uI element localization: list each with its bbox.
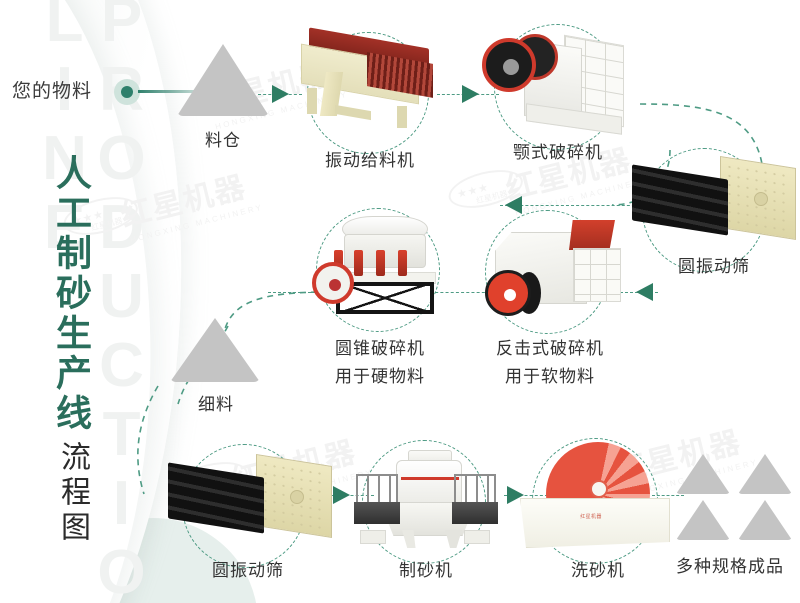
vibrating-feeder-icon [295,27,445,138]
node-vibrating-feeder-caption: 振动给料机 [325,151,415,171]
impact-crusher-icon [477,218,627,328]
node-jaw-crusher-caption: 颚式破碎机 [513,143,603,163]
node-sand-washer-caption: 洗砂机 [571,561,625,581]
brand-watermark-oval-text: 红星机器 [475,189,509,206]
node-cone-crusher-caption-1: 圆锥破碎机 [335,339,425,359]
material-pile-icon [676,454,730,494]
arrow-screen2-to-sandmaker [333,486,350,504]
jaw-crusher-icon [482,22,634,142]
node-circular-screen-2-caption: 圆振动筛 [212,561,284,581]
page-subtitle: 流程图 [55,441,90,546]
arrow-feeder-to-jaw [462,85,479,103]
connector-sandmaker-to-washer [504,495,548,496]
node-cone-crusher-caption-2: 用于硬物料 [335,367,425,387]
node-circular-screen-2[interactable]: 圆振动筛 [160,432,336,582]
node-circular-screen-1[interactable]: 圆振动筛 [628,148,800,278]
material-pile-icon [676,500,730,540]
brand-watermark-oval-text: 红星机器 [90,216,124,233]
circular-vibrating-screen-icon [632,155,800,256]
brand-watermark-stamp: 红星机器 红星机器 HONGXING MACHINERY [59,159,265,245]
brand-watermark-zh: 红星机器 [117,170,250,234]
brand-watermark-en: HONGXING MACHINERY [129,202,265,245]
material-pile-icon [738,500,792,540]
node-impact-crusher[interactable]: 反击式破碎机 用于软物料 [465,206,635,396]
arrow-sandmaker-to-washer [507,486,524,504]
arrow-row2-right [636,283,653,301]
cone-crusher-icon [312,216,454,326]
connector-row2-right [590,292,658,293]
node-sand-maker-caption: 制砂机 [399,561,453,581]
sand-maker-icon [350,446,502,556]
node-sand-washer[interactable]: 红星机器 洗砂机 [510,428,686,583]
arrow-silo-to-feeder [272,85,289,103]
node-finished-goods-caption: 多种规格成品 [676,557,784,577]
page-title: 人工制砂生产线 [50,154,91,434]
entry-material-label: 您的物料 [12,80,93,102]
node-finished-goods[interactable]: 多种规格成品 [660,440,800,585]
node-impact-crusher-caption-2: 用于软物料 [505,367,595,387]
material-pile-icon [177,44,269,116]
connector-screen1-to-row2 [500,205,640,206]
node-jaw-crusher[interactable]: 颚式破碎机 [478,10,638,170]
node-fines-caption: 细料 [198,395,234,415]
node-cone-crusher[interactable]: 圆锥破碎机 用于硬物料 [300,206,460,396]
connector-washer-to-goods [652,495,684,496]
node-sand-maker[interactable]: 制砂机 [338,432,514,582]
node-circular-screen-1-caption: 圆振动筛 [678,257,750,277]
node-impact-crusher-caption-1: 反击式破碎机 [496,339,604,359]
node-silo-caption: 料仓 [205,131,241,151]
node-silo[interactable]: 料仓 [175,44,271,166]
node-fines[interactable]: 细料 [168,318,264,418]
entry-dot [121,86,133,98]
circular-vibrating-screen-icon [168,453,338,554]
arrow-screen1-to-row2 [505,196,522,214]
material-pile-icon [170,318,260,382]
connector-screen2-to-sandmaker [330,495,374,496]
connector-row2-mid [430,292,490,293]
material-pile-icon [738,454,792,494]
node-vibrating-feeder[interactable]: 振动给料机 [295,27,445,173]
sand-washer-icon: 红星机器 [516,442,682,554]
